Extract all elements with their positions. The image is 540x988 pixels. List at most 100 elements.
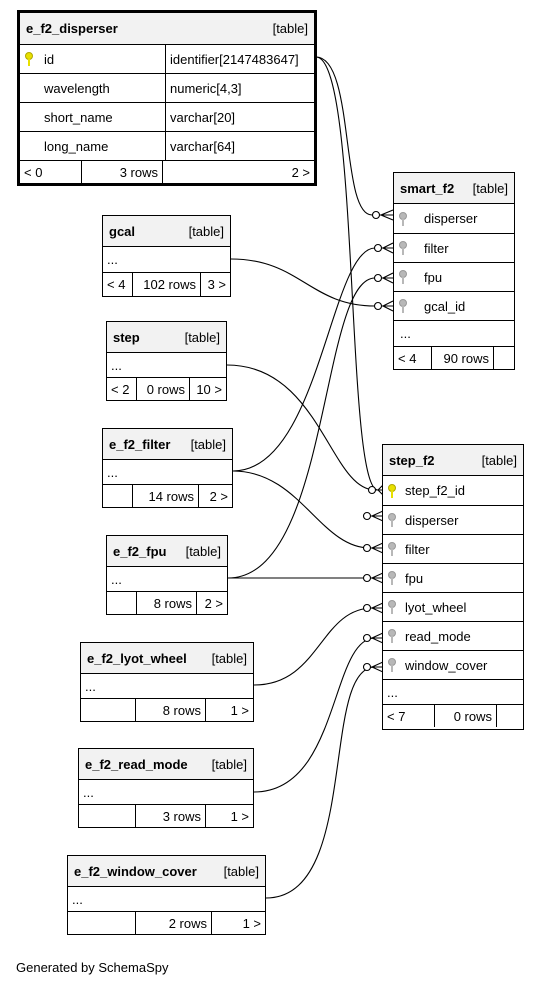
table-name: e_f2_window_cover — [74, 863, 197, 879]
parents-count[interactable]: < 4 — [394, 347, 432, 369]
parents-count[interactable]: < 4 — [103, 273, 133, 296]
table-header: e_f2_fpu [table] — [107, 536, 227, 567]
table-name: e_f2_filter — [109, 436, 171, 452]
row-count: 0 rows — [137, 378, 190, 400]
parents-count[interactable] — [107, 592, 137, 614]
column-row[interactable]: gcal_id — [394, 292, 514, 321]
children-count[interactable]: 2 > — [209, 488, 228, 504]
table-kind: [table] — [481, 452, 517, 468]
edge-end-circle — [362, 573, 372, 583]
column-row[interactable]: fpu — [394, 263, 514, 292]
edge-disperser-step_f2 — [315, 56, 379, 491]
column-name: read_mode — [405, 628, 471, 644]
edge-gcal-smart_f2 — [230, 258, 376, 307]
children-count[interactable]: 3 > — [207, 277, 226, 292]
foreign-key-icon — [394, 299, 412, 313]
table-footer: < 4 90 rows — [394, 347, 514, 369]
children-count[interactable]: 10 > — [196, 381, 222, 397]
table-gcal[interactable]: gcal [table] ... < 4 102 rows 3 > — [102, 215, 231, 297]
parents-count[interactable] — [68, 912, 136, 934]
parents-count[interactable] — [79, 805, 136, 827]
foreign-key-icon — [394, 211, 412, 226]
table-e_f2_filter[interactable]: e_f2_filter [table] ... 14 rows 2 > — [102, 428, 233, 508]
edge-filter-smart_f2 — [232, 247, 376, 472]
children-count[interactable]: 1 > — [242, 915, 261, 931]
table-kind: [table] — [185, 543, 221, 559]
column-row[interactable]: id identifier[2147483647] — [20, 45, 314, 74]
crows-foot — [371, 602, 384, 614]
children-count[interactable] — [497, 705, 523, 727]
parents-count[interactable] — [81, 699, 136, 721]
table-name: gcal — [109, 223, 136, 239]
primary-key-icon — [383, 483, 401, 498]
edge-step-step_f2 — [226, 364, 376, 491]
column-row[interactable]: read_mode — [383, 622, 523, 651]
table-e_f2_read_mode[interactable]: e_f2_read_mode [table] ... 3 rows 1 > — [78, 748, 254, 828]
table-header: smart_f2 [table] — [394, 173, 514, 204]
table-e_f2_fpu[interactable]: e_f2_fpu [table] ... 8 rows 2 > — [106, 535, 228, 615]
children-count[interactable]: 1 > — [230, 702, 249, 718]
edge-end-circle — [373, 301, 383, 311]
table-e_f2_window_cover[interactable]: e_f2_window_cover [table] ... 2 rows 1 > — [67, 855, 266, 935]
column-name: id — [44, 51, 55, 67]
column-row[interactable]: short_name varchar[20] — [20, 103, 314, 132]
crows-foot — [382, 300, 394, 312]
column-name: lyot_wheel — [405, 599, 467, 615]
edge-lyot-step_f2 — [253, 607, 374, 686]
column-row[interactable]: window_cover — [383, 651, 523, 680]
children-count[interactable] — [494, 347, 514, 369]
row-count: 102 rows — [133, 273, 201, 296]
column-type: varchar[64] — [170, 138, 236, 154]
column-row[interactable]: filter — [383, 535, 523, 564]
column-name: disperser — [424, 211, 478, 226]
table-e_f2_disperser[interactable]: e_f2_disperser [table] id identifier[214… — [17, 10, 317, 186]
column-row[interactable]: fpu — [383, 564, 523, 593]
column-name: fpu — [405, 570, 424, 586]
column-row[interactable]: lyot_wheel — [383, 593, 523, 622]
more-columns: ... — [103, 247, 230, 273]
more-columns: ... — [107, 567, 227, 592]
parents-count[interactable]: < 2 — [107, 378, 137, 400]
table-name: e_f2_lyot_wheel — [87, 650, 187, 666]
table-e_f2_lyot_wheel[interactable]: e_f2_lyot_wheel [table] ... 8 rows 1 > — [80, 642, 254, 722]
edge-filter-step_f2 — [232, 470, 371, 549]
edge-end-circle — [362, 662, 372, 672]
foreign-key-icon — [383, 513, 401, 527]
children-count[interactable]: 2 > — [291, 164, 310, 180]
table-footer: < 0 3 rows 2 > — [20, 161, 314, 183]
table-header: e_f2_lyot_wheel [table] — [81, 643, 253, 674]
edge-end-circle — [371, 210, 381, 220]
column-row[interactable]: disperser — [394, 204, 514, 234]
table-name: e_f2_fpu — [113, 543, 167, 559]
column-name: filter — [424, 240, 449, 256]
row-count: 8 rows — [136, 699, 206, 721]
parents-count[interactable] — [103, 485, 133, 507]
table-step_f2[interactable]: step_f2 [table] step_f2_id disperser fil… — [382, 444, 524, 730]
column-type: identifier[2147483647] — [170, 51, 299, 67]
table-footer: < 2 0 rows 10 > — [107, 378, 226, 400]
edge-end-circle — [362, 603, 372, 613]
children-count[interactable]: 1 > — [230, 808, 249, 824]
parents-count[interactable]: < 0 — [20, 161, 82, 183]
parents-count[interactable]: < 7 — [383, 705, 435, 727]
edge-readmode-step_f2 — [253, 637, 376, 793]
crows-foot — [380, 209, 394, 221]
column-row[interactable]: filter — [394, 234, 514, 263]
table-footer: 8 rows 1 > — [81, 699, 253, 721]
table-smart_f2[interactable]: smart_f2 [table] disperser filter fpu gc… — [393, 172, 515, 370]
column-row[interactable]: step_f2_id — [383, 476, 523, 506]
table-name: e_f2_disperser — [26, 21, 118, 36]
table-kind: [table] — [184, 329, 220, 345]
table-name: step — [113, 329, 140, 345]
column-row[interactable]: wavelength numeric[4,3] — [20, 74, 314, 103]
column-row[interactable]: disperser — [383, 506, 523, 535]
children-count[interactable]: 2 > — [204, 595, 223, 611]
column-row[interactable]: long_name varchar[64] — [20, 132, 314, 161]
table-header: e_f2_read_mode [table] — [79, 749, 253, 780]
row-count: 3 rows — [136, 805, 206, 827]
table-header: gcal [table] — [103, 216, 230, 247]
table-header: e_f2_window_cover [table] — [68, 856, 265, 887]
edge-fpu-smart_f2 — [227, 277, 376, 579]
table-step[interactable]: step [table] ... < 2 0 rows 10 > — [106, 321, 227, 401]
more-columns: ... — [394, 321, 514, 347]
